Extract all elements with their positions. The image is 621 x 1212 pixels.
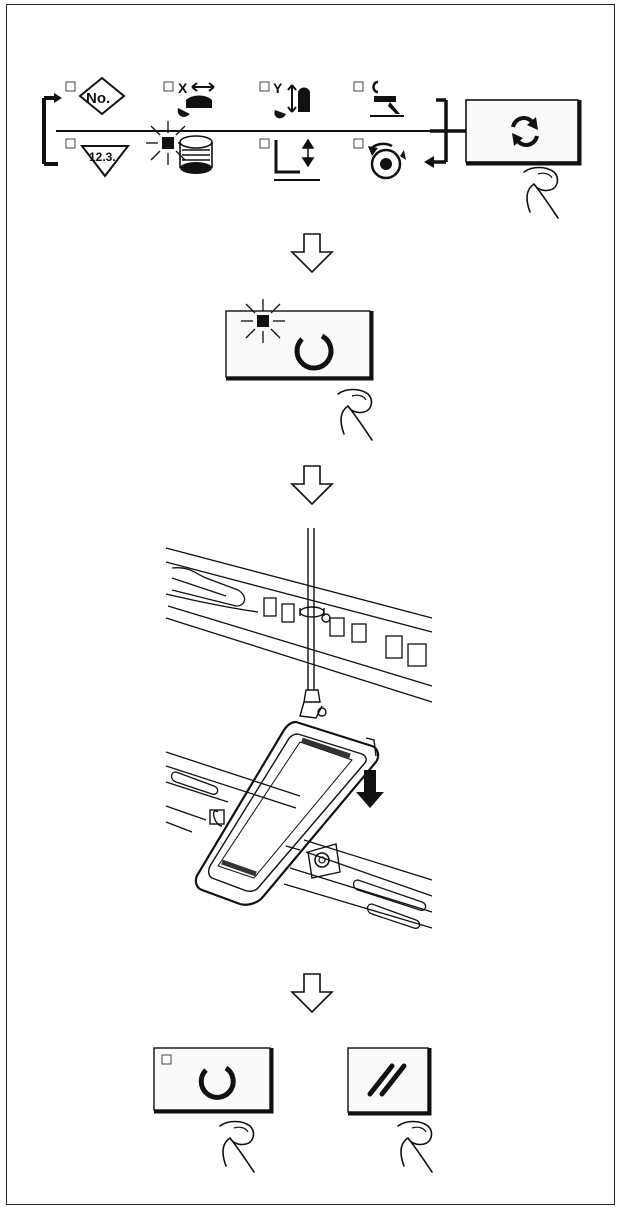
figure-frame — [6, 4, 615, 1205]
pedal-press-arrow-icon — [356, 770, 384, 808]
counter-triangle-icon: 12.3. — [65, 138, 131, 178]
pointing-finger-icon — [523, 166, 559, 219]
ready-led-blinking-icon — [240, 298, 286, 344]
svg-text:12.3.: 12.3. — [89, 150, 116, 164]
pedal-frame — [194, 720, 380, 906]
ready-circle-icon — [294, 333, 334, 371]
pointing-finger-icon — [397, 1120, 433, 1173]
machine-bed — [165, 547, 433, 703]
pointing-finger-icon — [219, 1120, 255, 1173]
bobbin-thread-icon — [145, 120, 213, 174]
ready-key[interactable] — [153, 1047, 274, 1114]
winding-icon — [353, 138, 406, 180]
pedal-rod — [299, 528, 331, 719]
step-arrow-2-icon — [291, 465, 333, 505]
x-motion-icon: X — [163, 80, 215, 117]
step-arrow-3-icon — [291, 973, 333, 1013]
pointing-finger-icon — [337, 388, 373, 441]
ready-button[interactable] — [225, 310, 374, 381]
final-step — [153, 1047, 433, 1173]
reset-key[interactable] — [347, 1047, 432, 1116]
svg-text:Y: Y — [273, 80, 283, 96]
svg-text:No.: No. — [86, 90, 110, 107]
mode-cycle-button[interactable] — [465, 99, 582, 166]
ready-button-step — [225, 298, 374, 441]
mode-selector-panel: No. X Y 12.3. — [42, 76, 582, 219]
no-diamond-icon: No. — [65, 76, 126, 116]
cycle-arrows-icon — [511, 116, 539, 147]
svg-text:X: X — [178, 80, 188, 96]
reset-slash-icon — [367, 1063, 407, 1097]
pedal-illustration — [165, 528, 433, 929]
lower-rails — [165, 751, 433, 929]
operator-icon — [353, 80, 404, 117]
ready-circle-icon — [198, 1065, 236, 1100]
step-arrow-1-icon — [291, 233, 333, 273]
ready-led-off-icon — [161, 1054, 172, 1065]
presser-updown-icon — [259, 138, 320, 181]
y-motion-icon: Y — [259, 80, 310, 119]
